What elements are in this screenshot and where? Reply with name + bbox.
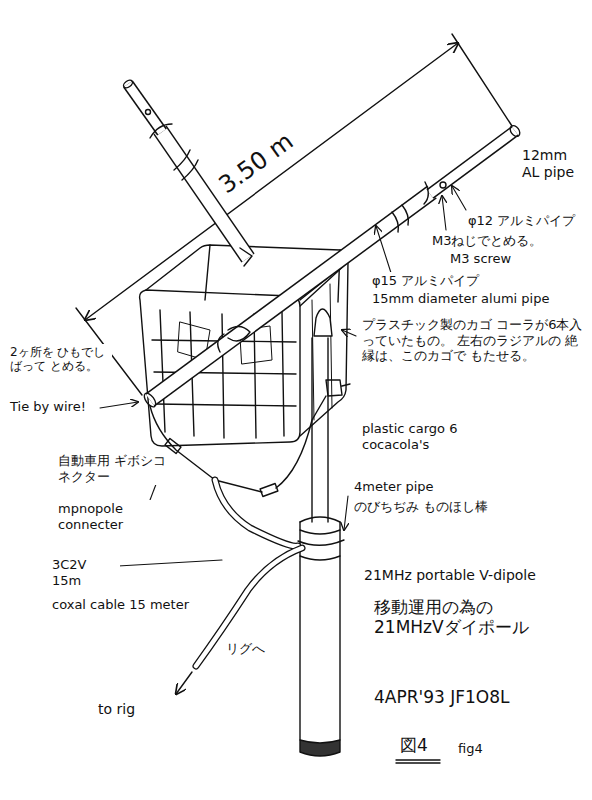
title-note: 移動運用の為の 21MHzVダイポール [372, 596, 546, 639]
pipe-label: 12mm AL pipe [520, 146, 588, 182]
cable-note: 3C2V 15m [50, 556, 120, 589]
figure-number: 図4 [398, 734, 430, 756]
rig-label: to rig [96, 700, 137, 719]
tie-note: 2ヶ所を ひもでしばって とめる。 [8, 344, 112, 375]
figure-underline [396, 760, 440, 763]
pipe-label: 15mm diameter alumi pipe [370, 290, 551, 308]
telescopic-mast [300, 309, 350, 756]
screw-label: M3 screw [448, 250, 513, 268]
figure-label: fig4 [456, 740, 485, 758]
pipe-label: φ12 アルミパイプ [466, 212, 577, 230]
right-element-pipe [142, 124, 522, 409]
connector-note: 自動車用 ギボシコネクター [56, 452, 170, 485]
basket-note: プラスチック製のカゴ コーラが6本入っていたもの。 左右のラジアルの 絶縁は、こ… [360, 316, 586, 365]
tie-label: Tie by wire! [8, 398, 88, 416]
basket-label: plastic cargo 6 cocacola's [360, 420, 484, 453]
mast-note: のびちぢみ ものほし棒 [352, 498, 490, 516]
rig-note: リグへ [224, 640, 267, 658]
connector-label: mpnopole connecter [56, 500, 160, 533]
feed-wires [150, 396, 344, 694]
date-callsign: 4APR'93 JF1O8L [372, 686, 512, 708]
title-label: 21MHz portable V-dipole [362, 566, 538, 585]
cable-label: coxal cable 15 meter [50, 596, 191, 614]
mast-label: 4meter pipe [352, 478, 436, 496]
pipe-label: φ15 アルミパイプ [370, 272, 481, 290]
screw-note: M3ねじでとめる。 [430, 232, 545, 250]
dimension-label: 3.50 m [211, 125, 301, 202]
